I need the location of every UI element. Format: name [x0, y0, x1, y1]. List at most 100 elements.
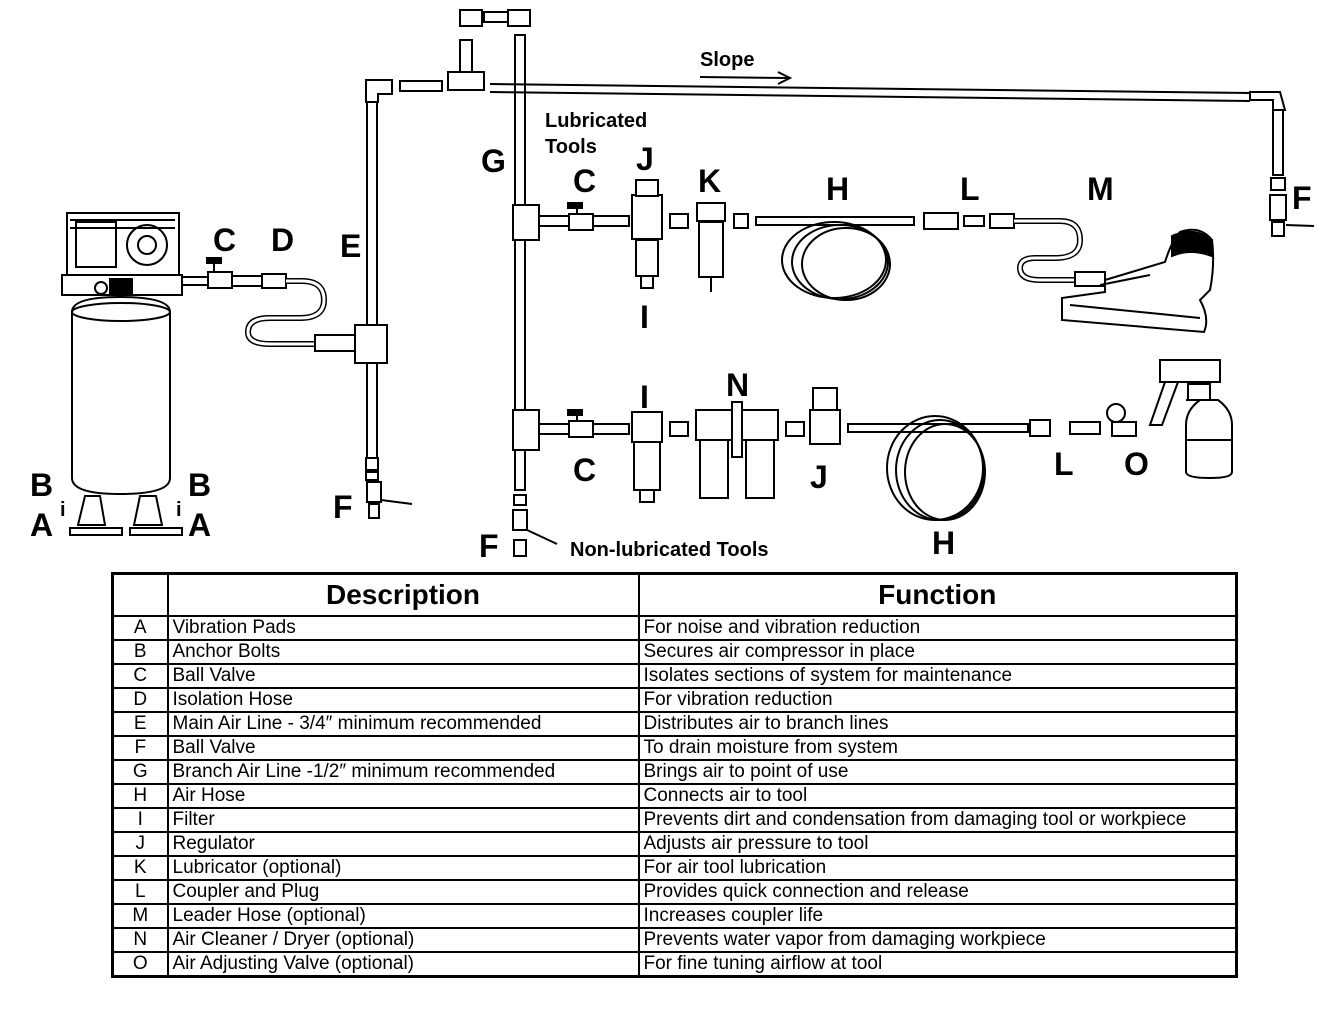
- label-b-left: B: [30, 467, 54, 503]
- row-function: Prevents water vapor from damaging workp…: [637, 927, 1238, 953]
- main-air-line: [354, 9, 531, 481]
- row-description: Air Cleaner / Dryer (optional): [166, 927, 640, 953]
- label-a-right: A: [188, 507, 212, 543]
- row-function: For air tool lubrication: [637, 855, 1238, 881]
- row-code: N: [111, 927, 169, 953]
- row-code: A: [111, 615, 169, 641]
- row-code: K: [111, 855, 169, 881]
- air-compressor: [61, 212, 183, 536]
- label-j-bottom: J: [810, 459, 828, 495]
- label-k: K: [698, 163, 722, 199]
- non-lubricated-tool-line: [538, 387, 1137, 521]
- label-o: O: [1124, 446, 1149, 482]
- header-description: Description: [166, 572, 640, 617]
- row-code: H: [111, 783, 169, 809]
- label-g: G: [481, 143, 506, 179]
- row-code: E: [111, 711, 169, 737]
- row-function: Secures air compressor in place: [637, 639, 1238, 665]
- row-function: Provides quick connection and release: [637, 879, 1238, 905]
- row-code: J: [111, 831, 169, 857]
- label-i-top: I: [640, 299, 649, 335]
- row-description: Filter: [166, 807, 640, 833]
- label-n: N: [726, 367, 750, 403]
- row-description: Ball Valve: [166, 735, 640, 761]
- lubricated-tools-label-line1: Lubricated: [545, 110, 648, 132]
- row-function: Brings air to point of use: [637, 759, 1238, 785]
- row-function: Distributes air to branch lines: [637, 711, 1238, 737]
- non-lubricated-tools-label: Non-lubricated Tools: [570, 539, 769, 561]
- row-code: O: [111, 951, 169, 978]
- header-function: Function: [637, 572, 1238, 617]
- header-code: [111, 572, 169, 617]
- row-function: Adjusts air pressure to tool: [637, 831, 1238, 857]
- spray-gun-tool: [1148, 359, 1233, 480]
- main-line-connection: [181, 257, 356, 352]
- row-description: Main Air Line - 3/4″ minimum recommended: [166, 711, 640, 737]
- row-description: Regulator: [166, 831, 640, 857]
- row-function: For vibration reduction: [637, 687, 1238, 713]
- label-e: E: [340, 228, 362, 264]
- drain-valve-main: [366, 481, 413, 519]
- lubricated-tool-line: [538, 179, 1106, 301]
- nail-gun-tool: [1061, 228, 1215, 334]
- label-h-top: H: [826, 171, 850, 207]
- label-d: D: [271, 222, 295, 258]
- label-m: M: [1087, 171, 1114, 207]
- row-code: M: [111, 903, 169, 929]
- label-a-left: A: [30, 507, 54, 543]
- lubricated-tools-label-line2: Tools: [545, 136, 597, 158]
- label-l-top: L: [960, 171, 980, 207]
- row-description: Leader Hose (optional): [166, 903, 640, 929]
- row-code: I: [111, 807, 169, 833]
- row-code: L: [111, 879, 169, 905]
- anchor-bolt-left: i: [60, 499, 66, 521]
- air-system-diagram: [61, 9, 1315, 557]
- row-function: For fine tuning airflow at tool: [637, 951, 1238, 978]
- label-l-bottom: L: [1054, 446, 1074, 482]
- row-function: Increases coupler life: [637, 903, 1238, 929]
- anchor-bolt-right: i: [176, 499, 182, 521]
- label-f-right: F: [1292, 180, 1312, 216]
- row-description: Vibration Pads: [166, 615, 640, 641]
- row-description: Anchor Bolts: [166, 639, 640, 665]
- row-description: Isolation Hose: [166, 687, 640, 713]
- label-f-main: F: [333, 489, 353, 525]
- branch-air-line: [512, 34, 558, 557]
- row-code: B: [111, 639, 169, 665]
- row-function: For noise and vibration reduction: [637, 615, 1238, 641]
- row-description: Coupler and Plug: [166, 879, 640, 905]
- label-b-right: B: [188, 467, 212, 503]
- row-function: Connects air to tool: [637, 783, 1238, 809]
- label-c-main: C: [213, 222, 237, 258]
- label-j-top: J: [636, 141, 654, 177]
- label-f-branch: F: [479, 528, 499, 564]
- row-code: C: [111, 663, 169, 689]
- row-description: Ball Valve: [166, 663, 640, 689]
- label-h-bottom: H: [932, 525, 956, 561]
- slope-label: Slope: [700, 49, 755, 71]
- row-description: Air Adjusting Valve (optional): [166, 951, 640, 978]
- table-header-row: Description Function: [111, 572, 1238, 617]
- row-function: To drain moisture from system: [637, 735, 1238, 761]
- label-c-top: C: [573, 163, 597, 199]
- row-description: Lubricator (optional): [166, 855, 640, 881]
- label-c-bottom: C: [573, 452, 597, 488]
- row-code: G: [111, 759, 169, 785]
- row-description: Air Hose: [166, 783, 640, 809]
